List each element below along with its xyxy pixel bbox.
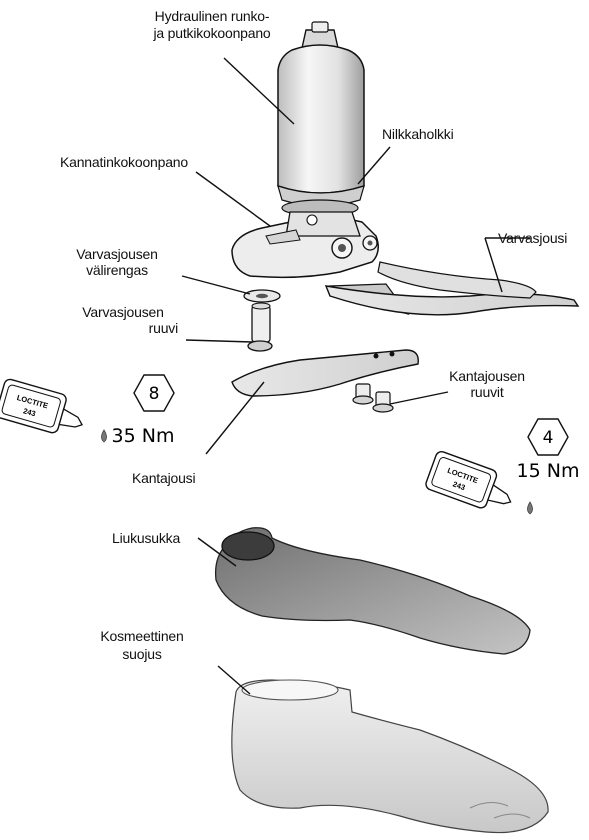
loctite-drop-right <box>528 502 533 514</box>
cosmetic-cover <box>232 680 548 833</box>
hex-size-right: 4 <box>543 428 554 448</box>
label-heel-assembly: Kannatinkokoonpano <box>60 154 188 170</box>
loctite-bottle-left: LOCTITE 243 <box>0 378 89 440</box>
label-toe-spring: Varvasjousi <box>498 230 567 246</box>
spectra-sock <box>216 528 530 654</box>
label-ankle-sleeve: Nilkkaholkki <box>382 126 454 142</box>
loctite-bottle-right: LOCTITE 243 <box>424 450 518 517</box>
label-hydraulic-line1: Hydraulinen runko- <box>112 8 312 24</box>
label-cosmetic-line1: Kosmeettinen <box>82 628 202 644</box>
torque-value-left: 35 Nm <box>112 425 175 447</box>
hydraulic-body <box>278 22 364 216</box>
hex-size-left: 8 <box>149 384 160 404</box>
label-heel-spring: Kantajousi <box>132 470 195 486</box>
label-toe-screw-line2: ruuvi <box>68 320 178 336</box>
hex-key-right: 4 <box>528 419 568 455</box>
label-toe-washer-line2: välirengas <box>62 262 172 278</box>
loctite-drop-left <box>102 430 107 442</box>
label-spectra-sock: Liukusukka <box>112 530 180 546</box>
heel-spring-screws <box>353 384 393 412</box>
label-hydraulic-line2: ja putkikokoonpano <box>112 25 312 41</box>
heel-spring <box>232 350 418 396</box>
toe-spring-screw <box>248 303 272 351</box>
label-toe-washer-line1: Varvasjousen <box>62 246 172 262</box>
label-heel-screws-line1: Kantajousen <box>432 368 542 384</box>
label-heel-screws-line2: ruuvit <box>432 384 542 400</box>
torque-value-right: 15 Nm <box>517 460 580 482</box>
toe-spring-washer <box>244 290 280 302</box>
hex-key-left: 8 <box>134 375 174 411</box>
label-cosmetic-line2: suojus <box>82 646 202 662</box>
label-toe-screw-line1: Varvasjousen <box>68 304 178 320</box>
